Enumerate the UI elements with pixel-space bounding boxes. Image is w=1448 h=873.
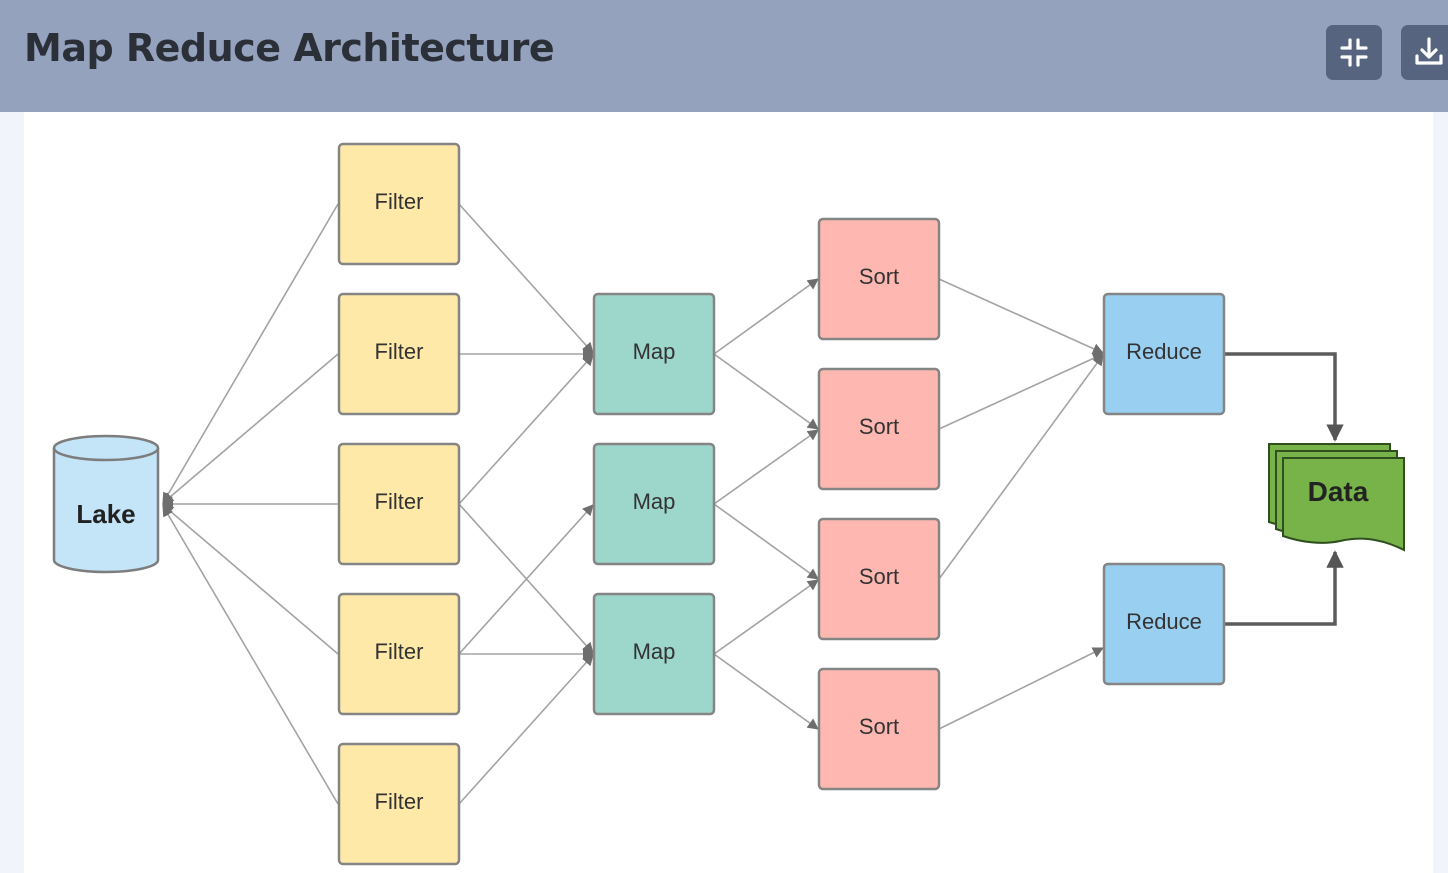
diagram-panel: Lake Filter Filter Filter Filter Filter … bbox=[24, 112, 1433, 873]
sort-node bbox=[817, 367, 941, 491]
lake-label: Lake bbox=[76, 499, 135, 529]
data-label: Data bbox=[1308, 476, 1369, 507]
filter-node bbox=[337, 592, 461, 716]
filter-node bbox=[337, 292, 461, 416]
lake-node: Lake bbox=[52, 434, 160, 574]
sort-node bbox=[817, 667, 941, 791]
edges-filter-map bbox=[458, 203, 595, 805]
header-bar: Map Reduce Architecture bbox=[0, 0, 1448, 112]
collapse-button[interactable] bbox=[1326, 25, 1382, 80]
sort-label: Sort bbox=[859, 564, 899, 589]
map-node bbox=[592, 592, 716, 716]
sort-label: Sort bbox=[859, 414, 899, 439]
download-button[interactable] bbox=[1401, 25, 1448, 80]
filter-label: Filter bbox=[375, 789, 424, 814]
page-title: Map Reduce Architecture bbox=[24, 26, 555, 70]
reduce-label: Reduce bbox=[1126, 339, 1202, 364]
reduce-column: Reduce Reduce bbox=[1102, 292, 1226, 686]
data-node: Data bbox=[1268, 443, 1405, 552]
download-icon bbox=[1415, 37, 1443, 65]
filter-label: Filter bbox=[375, 189, 424, 214]
map-reduce-diagram: Lake Filter Filter Filter Filter Filter … bbox=[52, 142, 1405, 866]
edges-map-sort bbox=[713, 278, 819, 730]
map-label: Map bbox=[633, 339, 676, 364]
sort-node bbox=[817, 517, 941, 641]
filter-label: Filter bbox=[375, 489, 424, 514]
sort-label: Sort bbox=[859, 264, 899, 289]
sort-column: Sort Sort Sort Sort bbox=[817, 217, 941, 791]
filter-label: Filter bbox=[375, 339, 424, 364]
reduce-label: Reduce bbox=[1126, 609, 1202, 634]
collapse-icon bbox=[1340, 38, 1368, 67]
filter-node bbox=[337, 142, 461, 266]
filter-node bbox=[337, 742, 461, 866]
filter-node bbox=[337, 442, 461, 566]
sort-node bbox=[817, 217, 941, 341]
reduce-node bbox=[1102, 292, 1226, 416]
map-label: Map bbox=[633, 639, 676, 664]
edges-filter-lake bbox=[161, 203, 339, 805]
edges-reduce-data bbox=[1224, 352, 1344, 626]
sort-label: Sort bbox=[859, 714, 899, 739]
reduce-node bbox=[1102, 562, 1226, 686]
map-node bbox=[592, 442, 716, 566]
map-node bbox=[592, 292, 716, 416]
edges-sort-reduce bbox=[938, 278, 1105, 730]
filter-label: Filter bbox=[375, 639, 424, 664]
map-column: Map Map Map bbox=[592, 292, 716, 716]
map-label: Map bbox=[633, 489, 676, 514]
filter-column: Filter Filter Filter Filter Filter bbox=[337, 142, 461, 866]
